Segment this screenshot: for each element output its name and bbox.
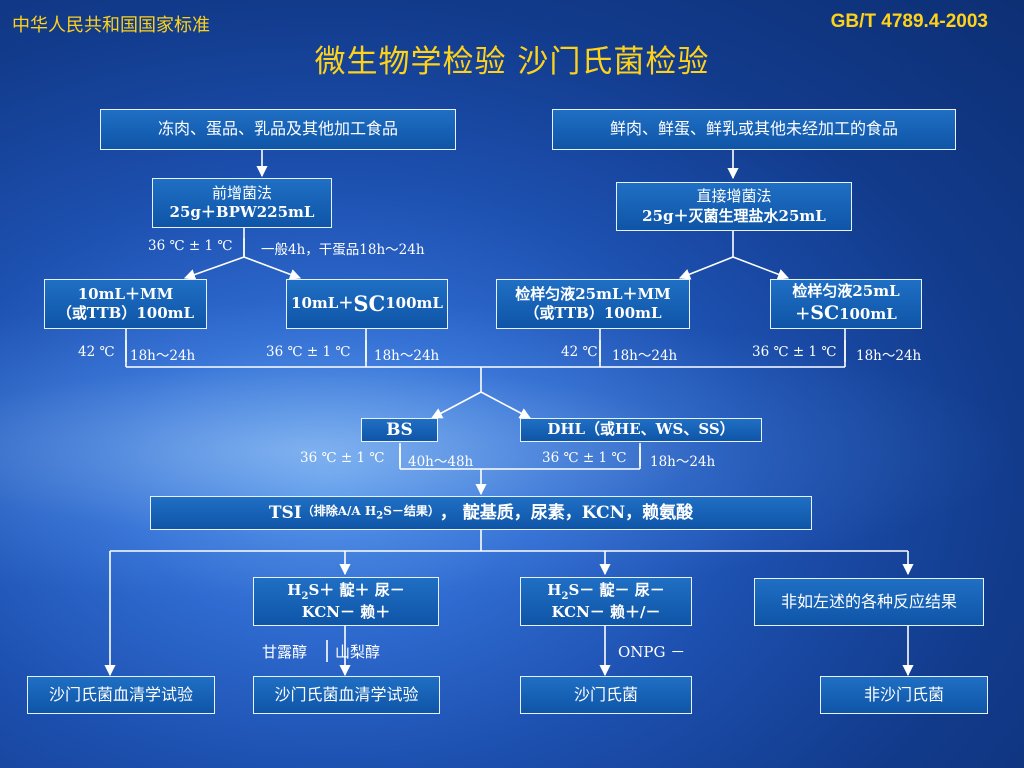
preenrichment-box: 前增菌法 25g＋BPW225mL — [152, 178, 332, 228]
page-title: 微生物学检验 沙门氏菌检验 — [314, 44, 710, 80]
result-1-h: H — [287, 580, 302, 599]
result-2-h: H — [547, 580, 562, 599]
tsi-note-subscript: 2 — [376, 510, 384, 522]
enrich-cond-2-temp: 36 ℃ ± 1 ℃ — [266, 344, 351, 360]
direct-enrichment-title: 直接增菌法 — [696, 187, 772, 205]
enrich-cond-1-temp: 42 ℃ — [78, 344, 115, 360]
enrich-mm-2-line1: 检样匀液25mL＋MM — [515, 284, 671, 303]
preenrichment-title: 前增菌法 — [211, 183, 272, 202]
enrich-sc-1-suffix: 100mL — [385, 294, 443, 313]
result-other-box: 非如左述的各种反应结果 — [754, 578, 984, 626]
mannitol-note: 甘露醇 — [262, 643, 308, 661]
direct-enrichment-recipe: 25g＋灭菌生理盐水25mL — [642, 206, 826, 225]
result-2-line2: KCN－ 赖＋/－ — [551, 602, 661, 621]
enrich-sc-1-sc: SC — [353, 291, 386, 317]
enrich-cond-3-temp: 42 ℃ — [561, 344, 598, 360]
enrich-sc-2-sc: SC — [810, 302, 840, 325]
enrich-cond-3-time: 18h～24h — [612, 348, 678, 364]
standard-number: GB/T 4789.4-2003 — [830, 11, 988, 32]
bs-plate-label: BS — [386, 419, 413, 440]
outcome-2-label: 沙门氏菌血清学试验 — [274, 684, 419, 704]
result-2-line1: S－ 靛－ 尿－ — [568, 580, 665, 599]
outcome-serology-2: 沙门氏菌血清学试验 — [253, 676, 440, 714]
preenrichment-recipe: 25g＋BPW225mL — [169, 203, 315, 221]
enrich-cond-4-temp: 36 ℃ ± 1 ℃ — [752, 344, 837, 360]
outcome-salmonella: 沙门氏菌 — [520, 676, 692, 714]
enrich-mm-1-line1: 10mL＋MM — [77, 284, 174, 303]
bs-plate-box: BS — [361, 418, 438, 442]
onpg-note: ONPG － — [618, 643, 686, 661]
dhl-plate-label: DHL（或HE、WS、SS） — [547, 420, 735, 439]
dhl-temp: 36 ℃ ± 1 ℃ — [542, 450, 627, 466]
enrich-mm-2-line2: （或TTB）100mL — [524, 304, 662, 322]
enrich-sc-box-2: 检样匀液25mL ＋SC100mL — [770, 279, 922, 329]
dhl-time: 18h～24h — [650, 454, 716, 470]
direct-enrichment-box: 直接增菌法 25g＋灭菌生理盐水25mL — [616, 182, 852, 231]
result-1-subscript: 2 — [301, 590, 309, 602]
enrich-sc-2-prefix: ＋ — [795, 305, 811, 324]
outcome-4-label: 非沙门氏菌 — [863, 684, 944, 704]
biochem-tests: ， 靛基质，尿素，KCN，赖氨酸 — [439, 502, 694, 523]
tsi-biochem-box: TSI （排除A/A H2S－结果） ， 靛基质，尿素，KCN，赖氨酸 — [150, 496, 812, 530]
outcome-3-label: 沙门氏菌 — [573, 684, 638, 704]
sample-raw-foods: 鲜肉、鲜蛋、鲜乳或其他未经加工的食品 — [552, 109, 956, 150]
outcome-serology-1: 沙门氏菌血清学试验 — [27, 676, 215, 714]
sample-raw-label: 鲜肉、鲜蛋、鲜乳或其他未经加工的食品 — [609, 119, 898, 139]
tsi-note-prefix: （排除A/A H — [301, 503, 377, 518]
tsi-note-suffix: S－结果） — [383, 503, 440, 518]
preenrich-time: 一般4h，干蛋品18h～24h — [261, 242, 425, 258]
enrich-sc-1-prefix: 10mL＋ — [291, 294, 354, 313]
sorbitol-note: 山梨醇 — [335, 643, 381, 661]
result-1-line2: KCN－ 赖＋ — [301, 602, 391, 621]
bs-time: 40h～48h — [408, 454, 474, 470]
result-h2s-positive-box: H2S＋ 靛＋ 尿－ KCN－ 赖＋ — [253, 577, 439, 626]
sample-processed-foods: 冻肉、蛋品、乳品及其他加工食品 — [100, 109, 456, 150]
enrich-sc-2-suffix: 100mL — [839, 305, 897, 324]
result-2-subscript: 2 — [561, 590, 569, 602]
enrich-mm-box-1: 10mL＋MM （或TTB）100mL — [44, 279, 207, 329]
enrich-cond-4-time: 18h～24h — [856, 348, 922, 364]
enrich-mm-box-2: 检样匀液25mL＋MM （或TTB）100mL — [496, 279, 690, 329]
outcome-non-salmonella: 非沙门氏菌 — [820, 676, 988, 714]
sample-processed-label: 冻肉、蛋品、乳品及其他加工食品 — [157, 119, 398, 139]
enrich-cond-1-time: 18h～24h — [130, 348, 196, 364]
result-other-label: 非如左述的各种反应结果 — [780, 591, 957, 611]
outcome-1-label: 沙门氏菌血清学试验 — [48, 684, 193, 704]
enrich-sc-2-line1: 检样匀液25mL — [792, 281, 900, 300]
standard-category: 中华人民共和国国家标准 — [12, 15, 210, 36]
result-1-line1: S＋ 靛＋ 尿－ — [308, 580, 405, 599]
result-h2s-negative-box: H2S－ 靛－ 尿－ KCN－ 赖＋/－ — [520, 577, 692, 626]
preenrich-temp: 36 ℃ ± 1 ℃ — [148, 238, 233, 254]
tsi-label: TSI — [268, 502, 302, 523]
enrich-mm-1-line2: （或TTB）100mL — [56, 304, 195, 322]
bs-temp: 36 ℃ ± 1 ℃ — [300, 450, 385, 466]
enrich-cond-2-time: 18h～24h — [374, 348, 440, 364]
dhl-plate-box: DHL（或HE、WS、SS） — [520, 418, 762, 442]
